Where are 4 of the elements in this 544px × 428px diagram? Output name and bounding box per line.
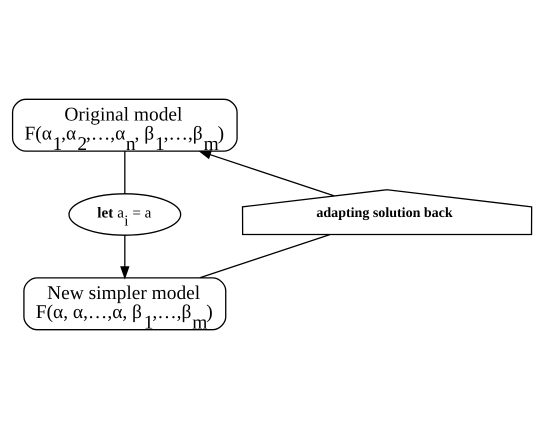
connector xyxy=(200,233,330,278)
connector xyxy=(124,151,126,194)
arrow xyxy=(198,150,334,196)
arrow xyxy=(120,234,130,280)
